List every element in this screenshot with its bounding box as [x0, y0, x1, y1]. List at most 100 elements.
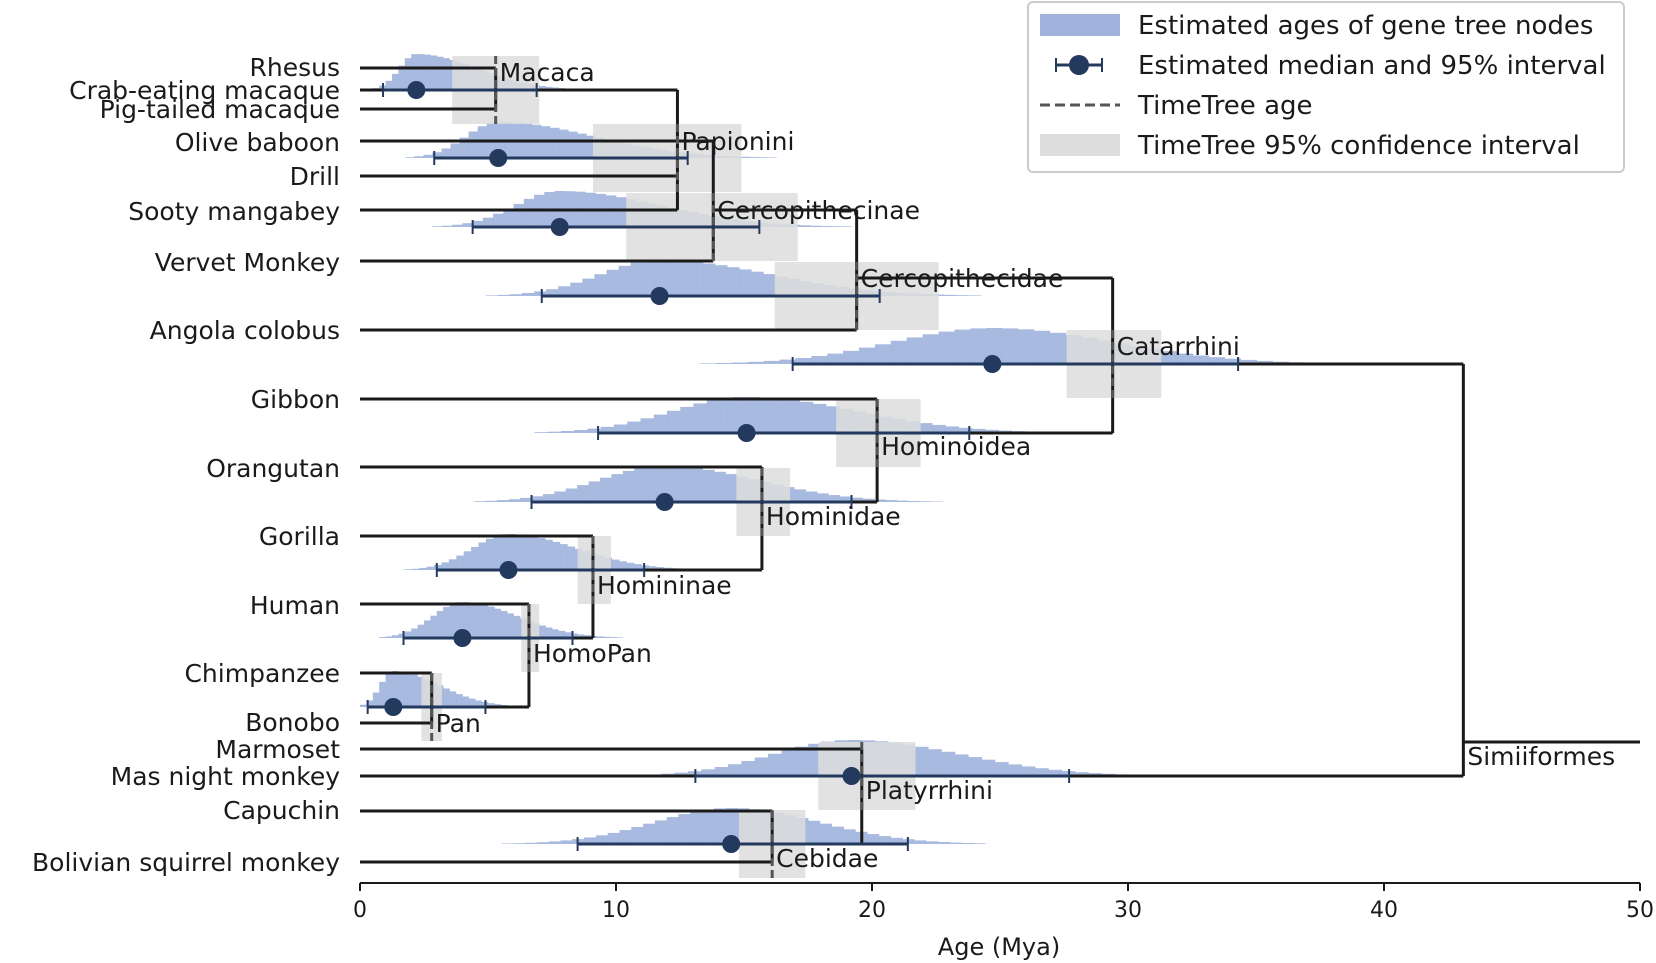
histogram-bar [404, 58, 412, 90]
histogram-bar [456, 555, 464, 570]
histogram-bar [525, 842, 538, 844]
histogram-bar [944, 294, 957, 296]
histogram-bar [1008, 764, 1022, 776]
histogram-bar [759, 397, 774, 433]
interval-layer [366, 56, 1240, 878]
histogram-bar [859, 347, 876, 364]
histogram-bar [817, 493, 829, 502]
histogram-bar [725, 808, 738, 844]
median-marker [384, 698, 403, 716]
histogram-bar [949, 842, 962, 844]
histogram-bar [596, 636, 604, 638]
histogram-bar [419, 567, 427, 570]
histogram-bar [812, 403, 827, 433]
histogram-bar [680, 406, 694, 433]
histogram-bar [918, 423, 933, 433]
histogram-bar [379, 637, 386, 638]
histogram-bar [548, 841, 561, 844]
histogram-bar [560, 840, 573, 844]
histogram-bar [827, 353, 844, 364]
leaf-label-rhesus: Rhesus [250, 53, 341, 82]
histogram-bar [508, 499, 521, 502]
histogram-bar [567, 546, 576, 570]
histogram-bar [645, 466, 658, 502]
histogram-bar [968, 757, 982, 776]
histogram-bar [720, 398, 734, 433]
node-label-cebidae: Cebidae [776, 844, 878, 873]
histogram-bar [667, 410, 681, 433]
histogram-bar [431, 226, 443, 227]
histogram-bar [1034, 330, 1051, 364]
histogram-bar [691, 262, 704, 296]
histogram-bar [584, 837, 597, 844]
histogram-bar [609, 637, 617, 638]
histogram-bar [404, 672, 412, 707]
histogram-bar [449, 691, 457, 707]
histogram-bar [702, 469, 715, 502]
histogram-bar [392, 635, 399, 638]
histogram-bar [530, 536, 538, 570]
histogram-bar [922, 334, 939, 364]
histogram-bar [545, 86, 553, 90]
histogram-bar [568, 131, 578, 158]
histogram-bar [430, 615, 438, 638]
histogram-bar [874, 344, 892, 364]
histogram-bar [574, 430, 588, 433]
histogram-bar [995, 762, 1009, 776]
median-marker [737, 424, 756, 442]
leaf-label-marmoset: Marmoset [215, 735, 340, 764]
histogram-bar [890, 837, 903, 844]
histogram-bar [985, 429, 999, 433]
histogram-bar [714, 767, 729, 776]
median-marker [722, 835, 741, 853]
histogram-bar [763, 274, 776, 296]
histogram-bar [482, 217, 494, 227]
histogram-bar [471, 546, 479, 570]
histogram-bar [961, 843, 974, 844]
histogram-bar [493, 535, 501, 570]
histogram-bar [749, 157, 759, 158]
node-label-cercopithecinae: Cercopithecinae [717, 196, 920, 225]
node-label-catarrhini: Catarrhini [1117, 332, 1240, 361]
histogram-bar [678, 814, 691, 844]
histogram-bar [560, 544, 568, 570]
legend-label-median: Estimated median and 95% interval [1138, 51, 1606, 81]
histogram-bar [618, 265, 631, 296]
histogram-bar [426, 566, 435, 570]
histogram-bar [699, 363, 717, 364]
histogram-bar [1193, 355, 1210, 364]
histogram-bar [867, 834, 880, 844]
histogram-bar [968, 295, 981, 296]
histogram-bar [843, 350, 860, 364]
median-marker [499, 561, 518, 579]
histogram-bar [758, 157, 768, 158]
histogram-bar [441, 562, 450, 570]
histogram-bar [503, 209, 514, 227]
histogram-bar [885, 500, 898, 502]
histogram-bar [488, 703, 495, 707]
histogram-bar [654, 260, 668, 296]
histogram-bar [702, 809, 715, 844]
histogram-bar [657, 466, 669, 502]
histogram-bar [411, 674, 418, 707]
histogram-bar [404, 569, 413, 570]
histogram-bar [564, 632, 572, 638]
legend-label-ci: TimeTree 95% confidence interval [1137, 131, 1580, 161]
histogram-bar [928, 749, 942, 776]
legend-label-hist: Estimated ages of gene tree nodes [1138, 11, 1593, 41]
histogram-bar [926, 841, 939, 844]
histogram-bar [725, 474, 738, 502]
histogram-bar [627, 421, 641, 433]
histogram-bar [1224, 358, 1242, 364]
histogram-bar [417, 624, 425, 638]
histogram-bar [680, 466, 692, 502]
histogram-bar [1161, 351, 1178, 364]
x-axis-title: Age (Mya) [938, 933, 1060, 961]
histogram-bar [423, 154, 433, 158]
histogram-bar [820, 226, 832, 227]
histogram-bar [606, 269, 619, 296]
histogram-bar [392, 73, 399, 90]
histogram-bar [577, 485, 589, 502]
histogram-bar [468, 698, 476, 707]
histogram-bar [600, 426, 615, 433]
